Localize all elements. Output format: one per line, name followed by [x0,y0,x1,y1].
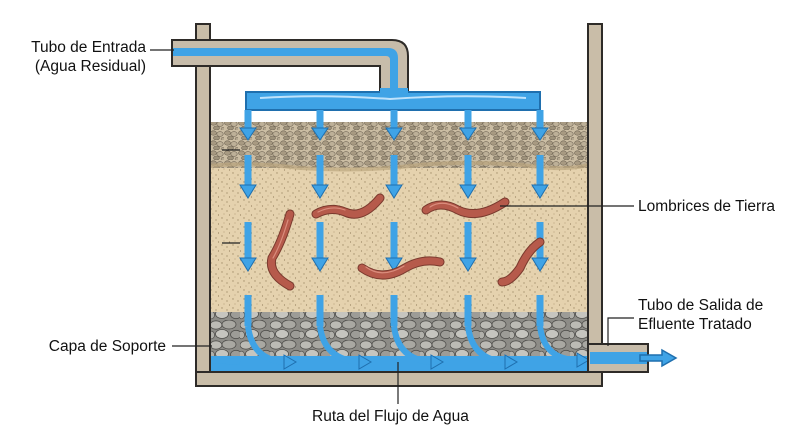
inlet-pipe [171,39,409,91]
arrow-down-icon [385,257,403,272]
flow-path-label: Ruta del Flujo de Agua [312,408,469,425]
earthworm [312,194,384,218]
bottom-flow-arrowheads [283,352,590,370]
arrow-down-icon [311,127,329,141]
earthworm [358,257,444,279]
arrow-down-icon [531,127,549,141]
distribution-manifold [245,88,541,111]
soil-layer [210,168,588,312]
earthworm [498,238,544,286]
earthworms-label: Lombrices de Tierra [638,198,775,215]
arrow-right-icon [504,354,518,370]
outlet-label-line2: Efluente Tratado [638,316,752,333]
tank-left-wall [195,23,211,373]
arrow-down-icon [531,184,549,199]
gravel-soil-boundary [209,160,589,172]
vertical-flow-arrows [244,110,544,326]
leader-outlet [607,317,634,346]
arrow-down-icon [239,184,257,199]
arrow-down-icon [311,184,329,199]
arrow-down-icon [239,257,257,272]
outlet-arrow [639,348,678,368]
outlet-label-line1: Tubo de Salida de [638,297,764,314]
outlet-pipe [587,343,649,373]
tank-bottom [195,371,603,387]
inlet-label-line1: Tubo de Entrada [31,39,146,56]
arrow-down-icon [311,257,329,272]
arrow-down-icon [459,184,477,199]
arrow-right-icon [576,352,590,368]
earthworm [422,198,509,218]
arrow-down-icon [239,127,257,141]
inlet-label-line2: (Agua Residual) [34,58,146,75]
arrow-down-icon [459,257,477,272]
arrow-down-icon [385,127,403,141]
flow-arrowheads [239,127,549,272]
outlet-pipe-label: Tubo de Salida de Efluente Tratado [638,296,763,334]
support-stone-layer [210,312,588,358]
arrow-down-icon [459,127,477,141]
earthworms [266,193,545,291]
leader-lines [150,49,634,404]
tank-right-wall [587,23,603,345]
inlet-pipe-label: Tubo de Entrada (Agua Residual) [6,38,146,76]
arrow-down-icon [531,257,549,272]
arrow-down-icon [385,184,403,199]
bottom-curved-flow [211,325,579,365]
arrow-right-icon [430,354,444,370]
support-layer-label: Capa de Soporte [48,338,166,355]
arrow-right-icon [358,354,372,370]
arrow-right-icon [283,354,297,370]
